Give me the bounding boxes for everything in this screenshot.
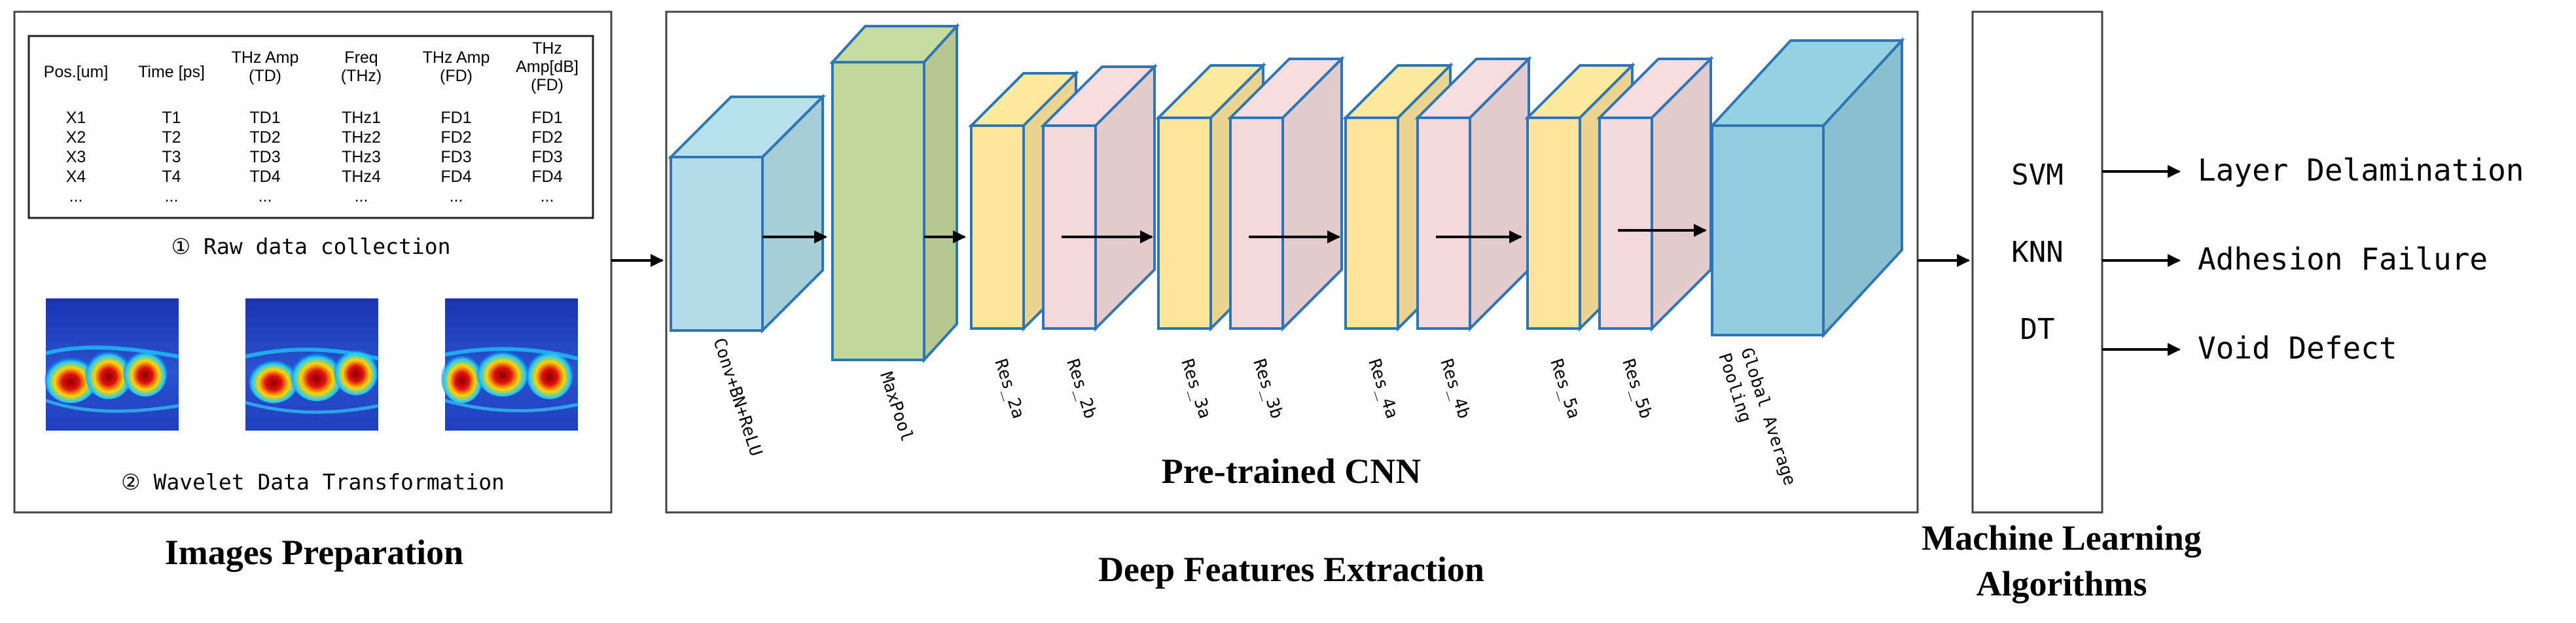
raw-data-caption: ① Raw data collection [171, 234, 451, 259]
classifier-svm: SVM [2011, 158, 2063, 192]
output-label: Void Defect [2198, 330, 2397, 366]
cnn-layer-label: Res_2a [990, 357, 1028, 421]
ml-title-line1: Machine Learning [1922, 518, 2202, 558]
table-cell: TD1 [249, 109, 280, 127]
table-cell: FD3 [531, 148, 562, 166]
table-header-cell: THz Amp [232, 48, 299, 67]
block-front-face [1598, 116, 1653, 330]
block-front-face [1229, 116, 1284, 330]
block-front-face [670, 156, 764, 332]
table-cell: ... [450, 187, 463, 205]
table-cell: ... [541, 187, 554, 205]
table-cell: FD2 [531, 128, 562, 147]
table-cell: T4 [162, 168, 181, 186]
table-cell: TD4 [249, 168, 280, 186]
wavelet-heatmap-2 [245, 298, 379, 431]
block-side-face [1281, 56, 1343, 332]
cnn-block-10 [1596, 56, 1714, 332]
cnn-block-8 [1414, 56, 1532, 332]
table-cell: ... [259, 187, 272, 205]
block-front-face [970, 124, 1025, 330]
raw-data-table: Pos.[um]Time [ps]THz Amp(TD)Freq(THz)THz… [44, 39, 579, 205]
table-cell: THz4 [342, 168, 381, 186]
table-cell: X1 [66, 109, 86, 127]
raw-data-table-frame [27, 35, 594, 219]
table-cell: THz1 [342, 109, 381, 127]
cnn-block-6 [1227, 56, 1345, 332]
cnn-layer-label: Res_3a [1177, 357, 1215, 421]
block-front-face [1042, 124, 1097, 330]
wavelet-heatmap-3 [441, 298, 579, 431]
block-front-face [1711, 124, 1825, 336]
table-header-cell: THz [532, 39, 562, 58]
classifier-knn: KNN [2011, 236, 2063, 269]
table-header-cell: (FD) [440, 67, 473, 85]
deep-features-title: Deep Features Extraction [1098, 550, 1484, 589]
block-side-face [1822, 37, 1903, 339]
cnn-layer-label: Conv+BN+ReLU [709, 336, 766, 459]
table-cell: ... [69, 187, 83, 205]
table-header-cell: (THz) [341, 67, 382, 85]
table-cell: FD2 [440, 128, 471, 147]
output-label: Layer Delamination [2198, 152, 2524, 188]
table-cell: THz2 [342, 128, 381, 147]
table-header-cell: Pos.[um] [44, 63, 109, 81]
output-label: Adhesion Failure [2198, 241, 2488, 277]
block-front-face [1416, 116, 1471, 330]
table-cell: FD1 [440, 109, 471, 127]
table-header-cell: Freq [344, 48, 378, 67]
block-front-face [1344, 116, 1399, 330]
table-cell: FD3 [440, 148, 471, 166]
table-cell: X2 [66, 128, 86, 147]
table-cell: FD1 [531, 109, 562, 127]
cnn-layer-label: Res_4a [1364, 357, 1402, 421]
cnn-layer-label: Res_2b [1062, 357, 1100, 421]
table-cell: T3 [162, 148, 181, 166]
table-cell: FD4 [531, 168, 562, 186]
wavelet-caption: ② Wavelet Data Transformation [121, 469, 505, 495]
classifier-panel [1971, 10, 2103, 514]
ml-title-line2: Algorithms [1977, 564, 2147, 603]
table-cell: TD3 [249, 148, 280, 166]
table-cell: ... [355, 187, 368, 205]
cnn-layer-label: Res_5a [1546, 357, 1584, 421]
cnn-layer-label: Res_5b [1618, 357, 1656, 421]
table-cell: TD2 [249, 128, 280, 147]
cnn-panel [665, 10, 1919, 514]
table-cell: ... [165, 187, 179, 205]
cnn-layer-label: Res_4b [1436, 357, 1474, 421]
block-side-face [761, 94, 824, 334]
table-cell: T1 [162, 109, 181, 127]
table-header-cell: THz Amp [423, 48, 490, 67]
cnn-layer-label: Res_3b [1249, 357, 1287, 421]
table-cell: T2 [162, 128, 181, 147]
images-preparation-panel [13, 10, 613, 514]
table-cell: X3 [66, 148, 86, 166]
cnn-block-11 [1709, 37, 1905, 339]
images-preparation-title: Images Preparation [165, 533, 463, 572]
table-cell: THz3 [342, 148, 381, 166]
block-front-face [1526, 116, 1581, 330]
table-cell: FD4 [440, 168, 471, 186]
block-front-face [831, 61, 925, 361]
cnn-block-1 [668, 94, 826, 334]
cnn-block-4 [1040, 63, 1158, 332]
cnn-block-2 [829, 22, 960, 364]
table-cell: X4 [66, 168, 86, 186]
cnn-layer-stack: Conv+BN+ReLU MaxPool Res_2a Res_2b Res_3a Res… [668, 22, 1905, 488]
cnn-layer-label: MaxPool [876, 370, 916, 444]
cnn-title: Pre-trained CNN [1162, 452, 1421, 491]
block-side-face [923, 22, 958, 364]
block-side-face [1094, 63, 1156, 332]
block-front-face [1157, 116, 1212, 330]
table-header-cell: Amp[dB] [516, 58, 579, 76]
table-header-cell: Time [ps] [138, 63, 205, 81]
table-header-cell: (FD) [531, 76, 564, 94]
classifier-dt: DT [2020, 313, 2055, 346]
wavelet-heatmap-1 [45, 298, 179, 431]
table-header-cell: (TD) [249, 67, 281, 85]
